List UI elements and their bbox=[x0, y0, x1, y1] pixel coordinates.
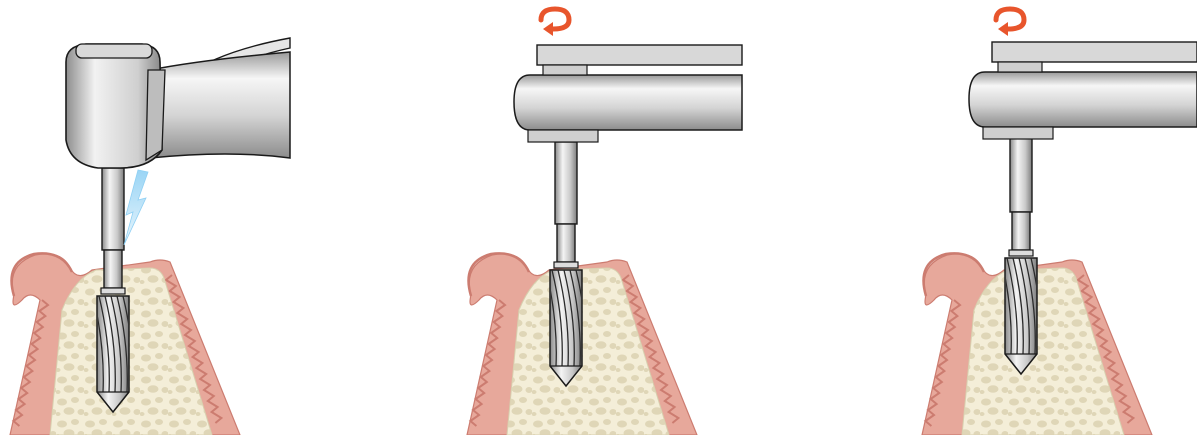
bur-collar bbox=[101, 288, 125, 294]
bur-shank bbox=[102, 168, 124, 250]
bur-neck bbox=[1012, 212, 1030, 250]
wrench-head-top bbox=[998, 62, 1042, 72]
bur-neck bbox=[104, 250, 122, 288]
wrench-arm bbox=[514, 75, 742, 130]
handpiece-cap bbox=[76, 44, 152, 58]
bur-collar bbox=[554, 262, 578, 268]
water-spray-icon bbox=[124, 170, 148, 245]
panel-handpiece bbox=[10, 38, 290, 435]
panel-wrench-2 bbox=[922, 9, 1197, 435]
panel-wrench-1 bbox=[467, 9, 742, 435]
rotation-arrow-icon bbox=[541, 9, 569, 36]
wrench-handle-plate bbox=[537, 45, 742, 65]
arrow-arc bbox=[541, 9, 569, 29]
bur-neck bbox=[557, 224, 575, 262]
wrench-head-bottom bbox=[528, 130, 598, 142]
wrench-handle-plate bbox=[992, 42, 1197, 62]
rotation-arrow-icon bbox=[996, 9, 1024, 36]
bur-shank bbox=[1010, 130, 1032, 212]
wrench-arm bbox=[969, 72, 1197, 127]
bur-shank bbox=[555, 142, 577, 224]
arrow-head bbox=[998, 22, 1008, 36]
wrench-head-top bbox=[543, 65, 587, 75]
handpiece-body bbox=[150, 52, 290, 158]
handpiece-neck bbox=[146, 70, 165, 160]
bur-collar bbox=[1009, 250, 1033, 256]
arrow-head bbox=[543, 22, 553, 36]
arrow-arc bbox=[996, 9, 1024, 29]
wrench-head-bottom bbox=[983, 127, 1053, 139]
